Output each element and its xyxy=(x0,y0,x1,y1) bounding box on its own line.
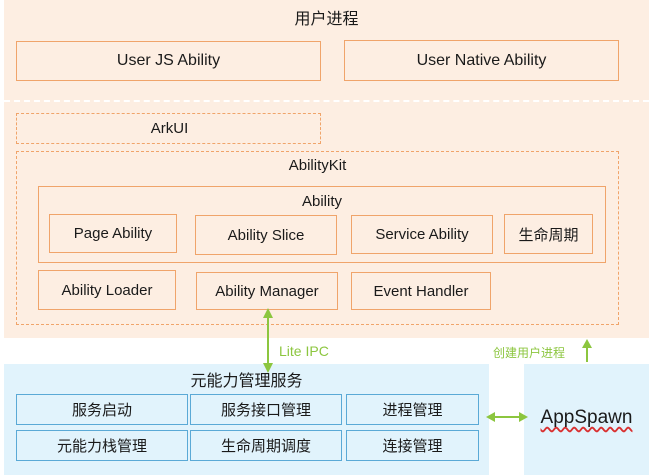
lite-ipc-label: Lite IPC xyxy=(279,343,329,359)
user-native-ability-box: User Native Ability xyxy=(344,40,619,81)
page-ability-box: Page Ability xyxy=(49,214,177,253)
event-handler-box: Event Handler xyxy=(351,272,491,310)
abilitykit-title: AbilityKit xyxy=(288,156,347,174)
ability-loader-box: Ability Loader xyxy=(38,270,176,310)
user-js-ability-box: User JS Ability xyxy=(16,41,321,81)
service-ability-box: Service Ability xyxy=(351,215,493,254)
ability-manager-box: Ability Manager xyxy=(196,272,338,310)
connection-mgmt-box: 连接管理 xyxy=(346,430,479,461)
create-user-process-label: 创建用户进程 xyxy=(493,345,566,360)
service-start-box: 服务启动 xyxy=(16,394,188,425)
ability-slice-box: Ability Slice xyxy=(195,215,337,255)
lite-ipc-arrow xyxy=(263,308,273,373)
process-mgmt-box: 进程管理 xyxy=(346,394,479,425)
service-interface-mgmt-box: 服务接口管理 xyxy=(190,394,342,425)
arkui-box: ArkUI xyxy=(16,113,321,144)
appspawn-region xyxy=(524,364,649,475)
lifecycle-box: 生命周期 xyxy=(504,214,593,254)
arkui-label: ArkUI xyxy=(150,120,189,137)
appspawn-link-arrow xyxy=(486,412,528,422)
user-process-title: 用户进程 xyxy=(294,9,359,28)
process-divider xyxy=(4,100,649,102)
create-process-arrow xyxy=(582,339,592,362)
ability-title: Ability xyxy=(301,192,342,210)
appspawn-label: AppSpawn xyxy=(524,402,649,434)
ability-service-title: 元能力管理服务 xyxy=(190,371,303,390)
appspawn-text: AppSpawn xyxy=(540,407,633,428)
ability-stack-mgmt-box: 元能力栈管理 xyxy=(16,430,188,461)
lifecycle-scheduling-box: 生命周期调度 xyxy=(190,430,342,461)
